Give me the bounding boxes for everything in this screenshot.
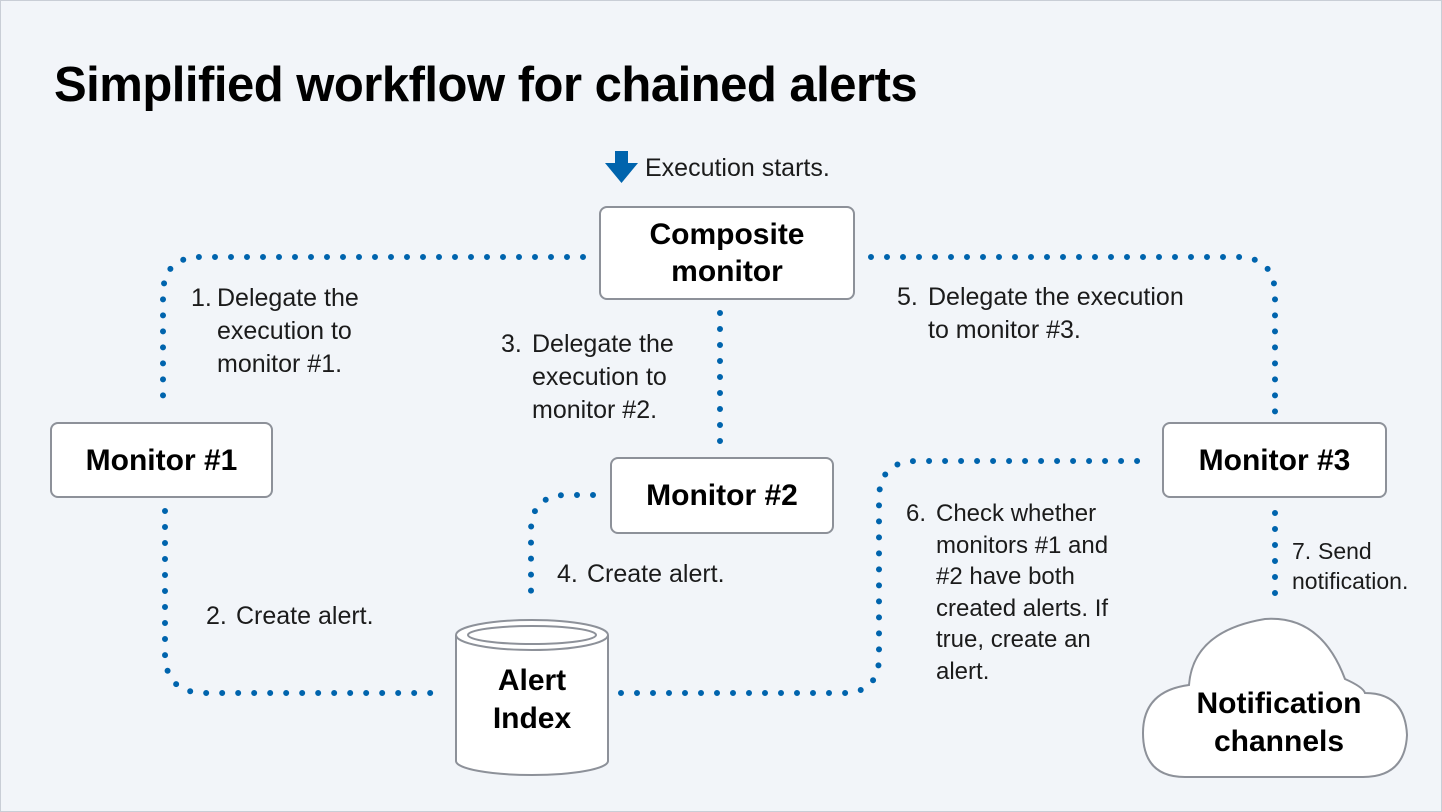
- composite-monitor-label-line2: monitor: [671, 255, 783, 288]
- step-2-number: 2.: [206, 602, 227, 630]
- step-1-line1: Delegate the: [217, 284, 359, 312]
- step-1-line2: execution to: [217, 317, 352, 345]
- step-3-line2: execution to: [532, 363, 667, 391]
- monitor1-node: Monitor #1: [50, 422, 273, 498]
- connector-composite-to-monitor1: [160, 254, 586, 412]
- step-3-line3: monitor #2.: [532, 396, 658, 424]
- page-title: Simplified workflow for chained alerts: [54, 58, 918, 112]
- database-icon: [455, 619, 609, 776]
- monitor2-node: Monitor #2: [610, 457, 834, 534]
- step-5-line1: Delegate the execution: [928, 283, 1184, 311]
- step-4-text: Create alert.: [587, 560, 725, 588]
- step-7-label: 7.Send notification.: [1292, 536, 1408, 596]
- step-3-label: 3. Delegate the execution to monitor #2.: [501, 328, 674, 427]
- step-6-line6: alert.: [936, 657, 990, 685]
- step-3-number: 3.: [501, 330, 522, 358]
- step-2-label: 2. Create alert.: [206, 600, 374, 633]
- step-7-number: 7.: [1292, 538, 1312, 564]
- alert-index-label-line1: Alert: [497, 664, 567, 697]
- step-7-line1: Send: [1318, 538, 1372, 564]
- step-6-line4: created alerts. If: [936, 594, 1109, 622]
- step-4-label: 4. Create alert.: [557, 558, 725, 591]
- step-1-number: 1.: [191, 284, 212, 312]
- composite-monitor-label-line1: Composite: [649, 218, 805, 251]
- step-5-label: 5. Delegate the execution to monitor #3.: [897, 281, 1184, 347]
- step-7-line2: notification.: [1292, 568, 1409, 594]
- arrow-down-icon: [605, 151, 638, 183]
- step-6-label: 6. Check whether monitors #1 and #2 have …: [906, 498, 1108, 687]
- step-6-line2: monitors #1 and: [936, 531, 1109, 559]
- step-6-line5: true, create an: [936, 626, 1091, 653]
- composite-monitor-node: Composite monitor: [599, 206, 855, 300]
- connector-composite-to-monitor3: [868, 254, 1278, 420]
- step-4-number: 4.: [557, 560, 578, 588]
- notification-channels-label-line1: Notification: [1196, 687, 1362, 720]
- step-5-line2: to monitor #3.: [928, 316, 1081, 344]
- step-1-line3: monitor #1.: [217, 350, 343, 378]
- connector-alert-index-to-monitor3: [618, 458, 1154, 696]
- step-2-text: Create alert.: [236, 602, 374, 630]
- step-5-number: 5.: [897, 283, 918, 311]
- notification-channels-label-line2: channels: [1213, 725, 1345, 758]
- step-1-label: 1.Delegate the execution to monitor #1.: [191, 282, 359, 381]
- alert-index-label-line2: Index: [492, 702, 572, 735]
- execution-starts-label: Execution starts.: [645, 154, 830, 182]
- connector-monitor1-to-alert-index: [162, 508, 444, 696]
- step-6-line3: #2 have both: [936, 563, 1075, 590]
- step-3-line1: Delegate the: [532, 330, 674, 358]
- notification-channels-label: Notification channels: [1151, 685, 1407, 761]
- step-6-line1: Check whether: [936, 500, 1097, 527]
- cloud-icon: [1141, 617, 1409, 778]
- step-6-number: 6.: [906, 500, 927, 527]
- alert-index-label: Alert Index: [456, 662, 608, 738]
- monitor3-node: Monitor #3: [1162, 422, 1387, 498]
